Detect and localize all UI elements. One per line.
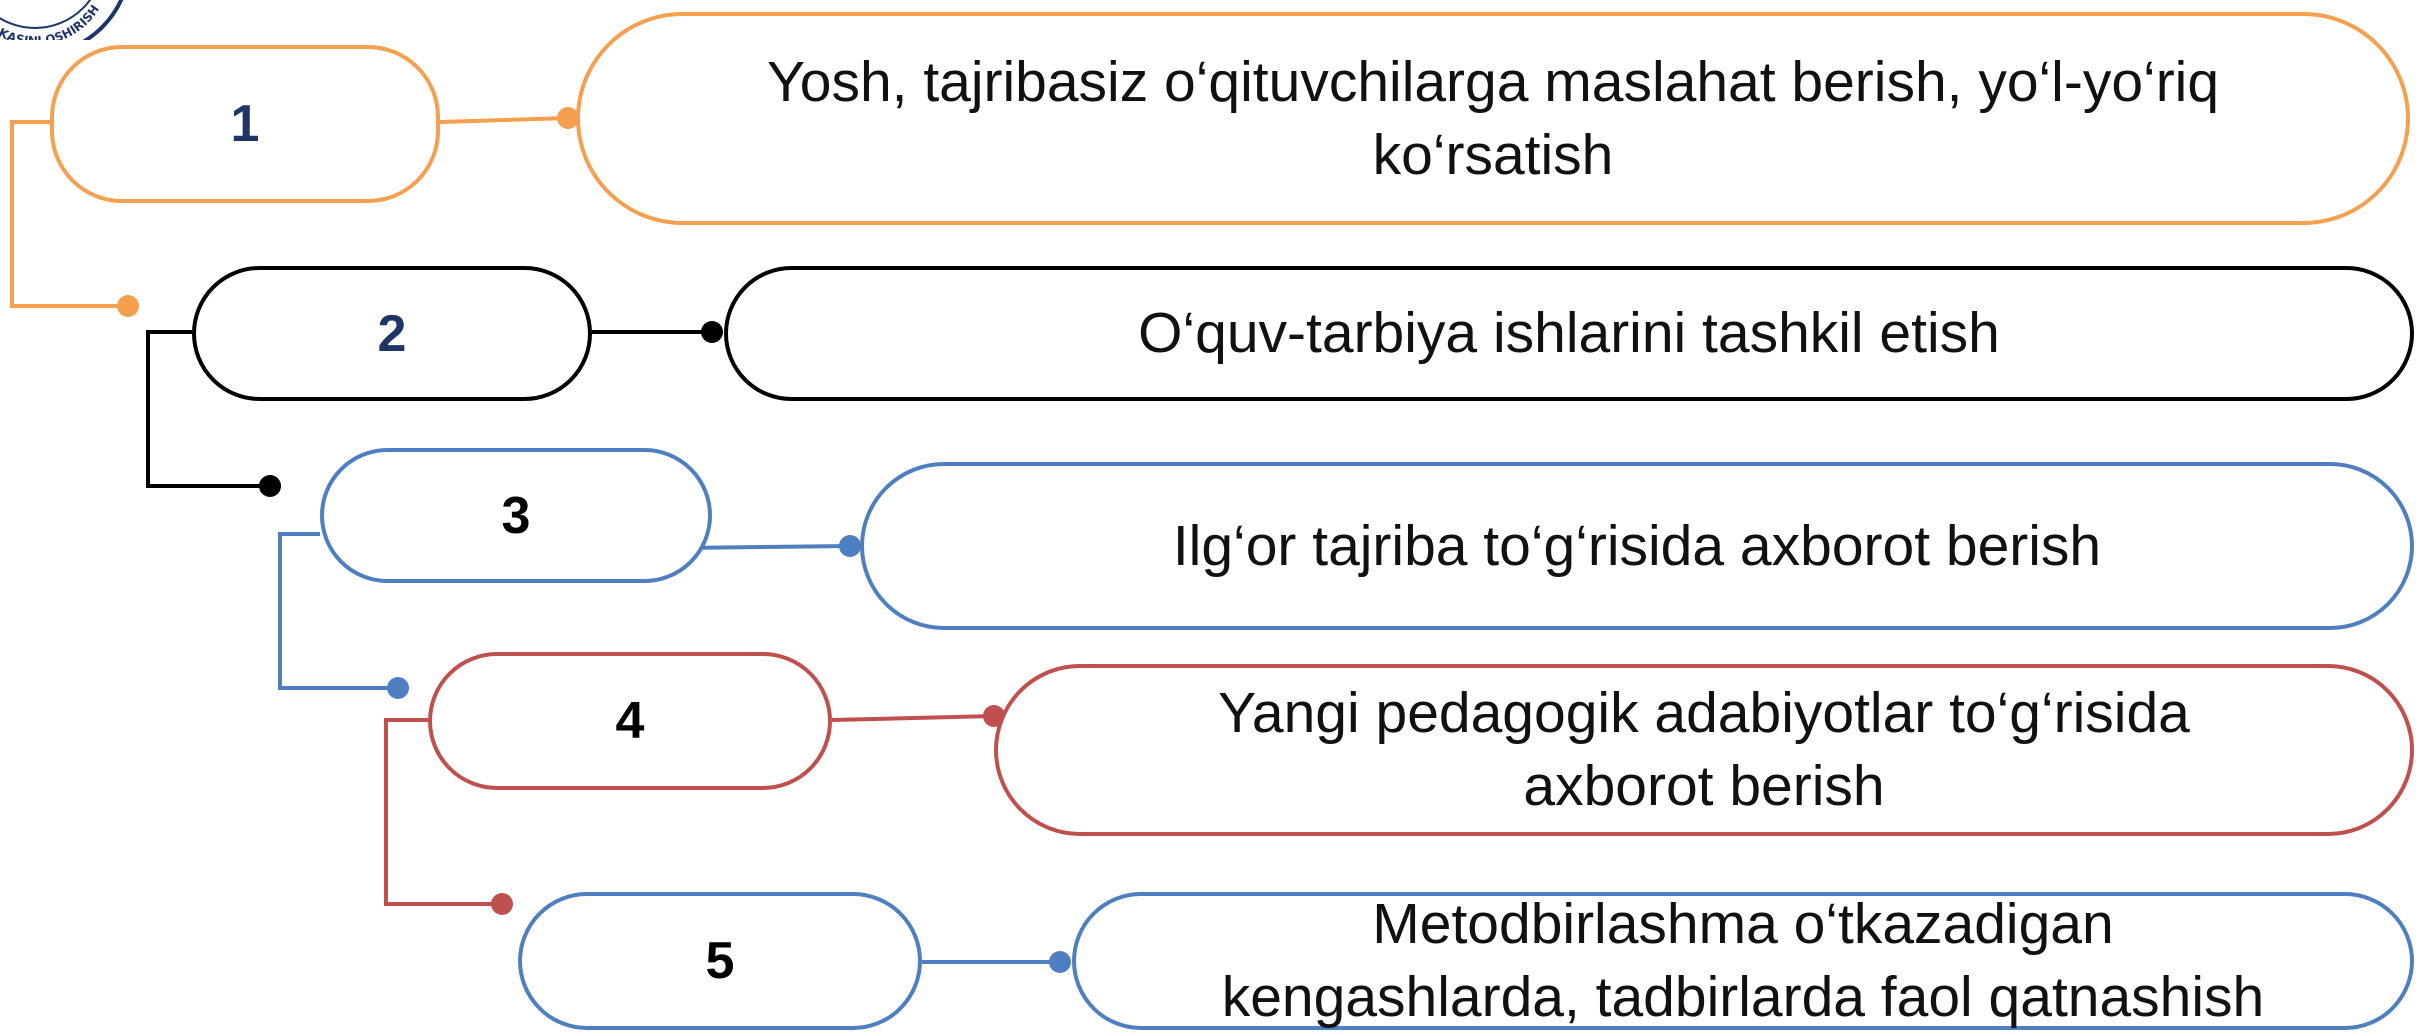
step-3-description-pill: Ilg‘or tajriba to‘g‘risida axborot beris… [860,462,2414,630]
step-1-description-pill: Yosh, tajribasiz o‘qituvchilarga maslaha… [576,12,2410,225]
step-3-text: Ilg‘or tajriba to‘g‘risida axborot beris… [1172,513,2102,578]
step-5-link-dot [1049,951,1071,973]
step-3-number-pill: 3 [320,448,712,583]
step-3-to-4-elbow-line [278,532,398,690]
step-1-to-2-elbow-dot [117,295,139,317]
step-4-number-pill: 4 [428,652,832,790]
step-1-text: Yosh, tajribasiz o‘qituvchilarga maslaha… [766,49,2220,187]
step-2-link-dot [701,321,723,343]
step-4-number: 4 [615,692,645,750]
step-1-number: 1 [230,95,260,153]
step-1-link-line [439,116,569,124]
step-2-number-pill: 2 [192,266,592,401]
step-3-link-dot [839,535,861,557]
step-5-number: 5 [705,932,735,990]
step-4-to-5-elbow-line [384,718,502,906]
institution-seal-icon: MALAKASINI OSHIRISH [0,0,124,40]
step-4-link-line [831,714,995,722]
step-3-to-4-elbow-dot [387,677,409,699]
step-2-number: 2 [377,304,407,363]
step-3-link-line [681,544,851,550]
step-5-text: Metodbirlashma o‘tkazadigan kengashlarda… [1221,892,2265,1029]
step-2-to-3-elbow-line [146,330,270,488]
step-1-to-2-elbow-line [10,120,128,308]
step-2-text: O‘quv-tarbiya ishlarini tashkil etish [1138,301,2000,366]
step-2-description-pill: O‘quv-tarbiya ishlarini tashkil etish [724,266,2414,401]
step-2-to-3-elbow-dot [259,475,281,497]
step-5-description-pill: Metodbirlashma o‘tkazadigan kengashlarda… [1072,892,2414,1030]
step-4-to-5-elbow-dot [491,893,513,915]
step-3-number: 3 [501,486,531,545]
step-5-number-pill: 5 [518,892,922,1030]
step-4-description-pill: Yangi pedagogik adabiyotlar to‘g‘risida … [994,664,2414,836]
step-1-link-dot [557,107,579,129]
step-4-text: Yangi pedagogik adabiyotlar to‘g‘risida … [1218,681,2190,818]
step-1-number-pill: 1 [50,45,440,203]
